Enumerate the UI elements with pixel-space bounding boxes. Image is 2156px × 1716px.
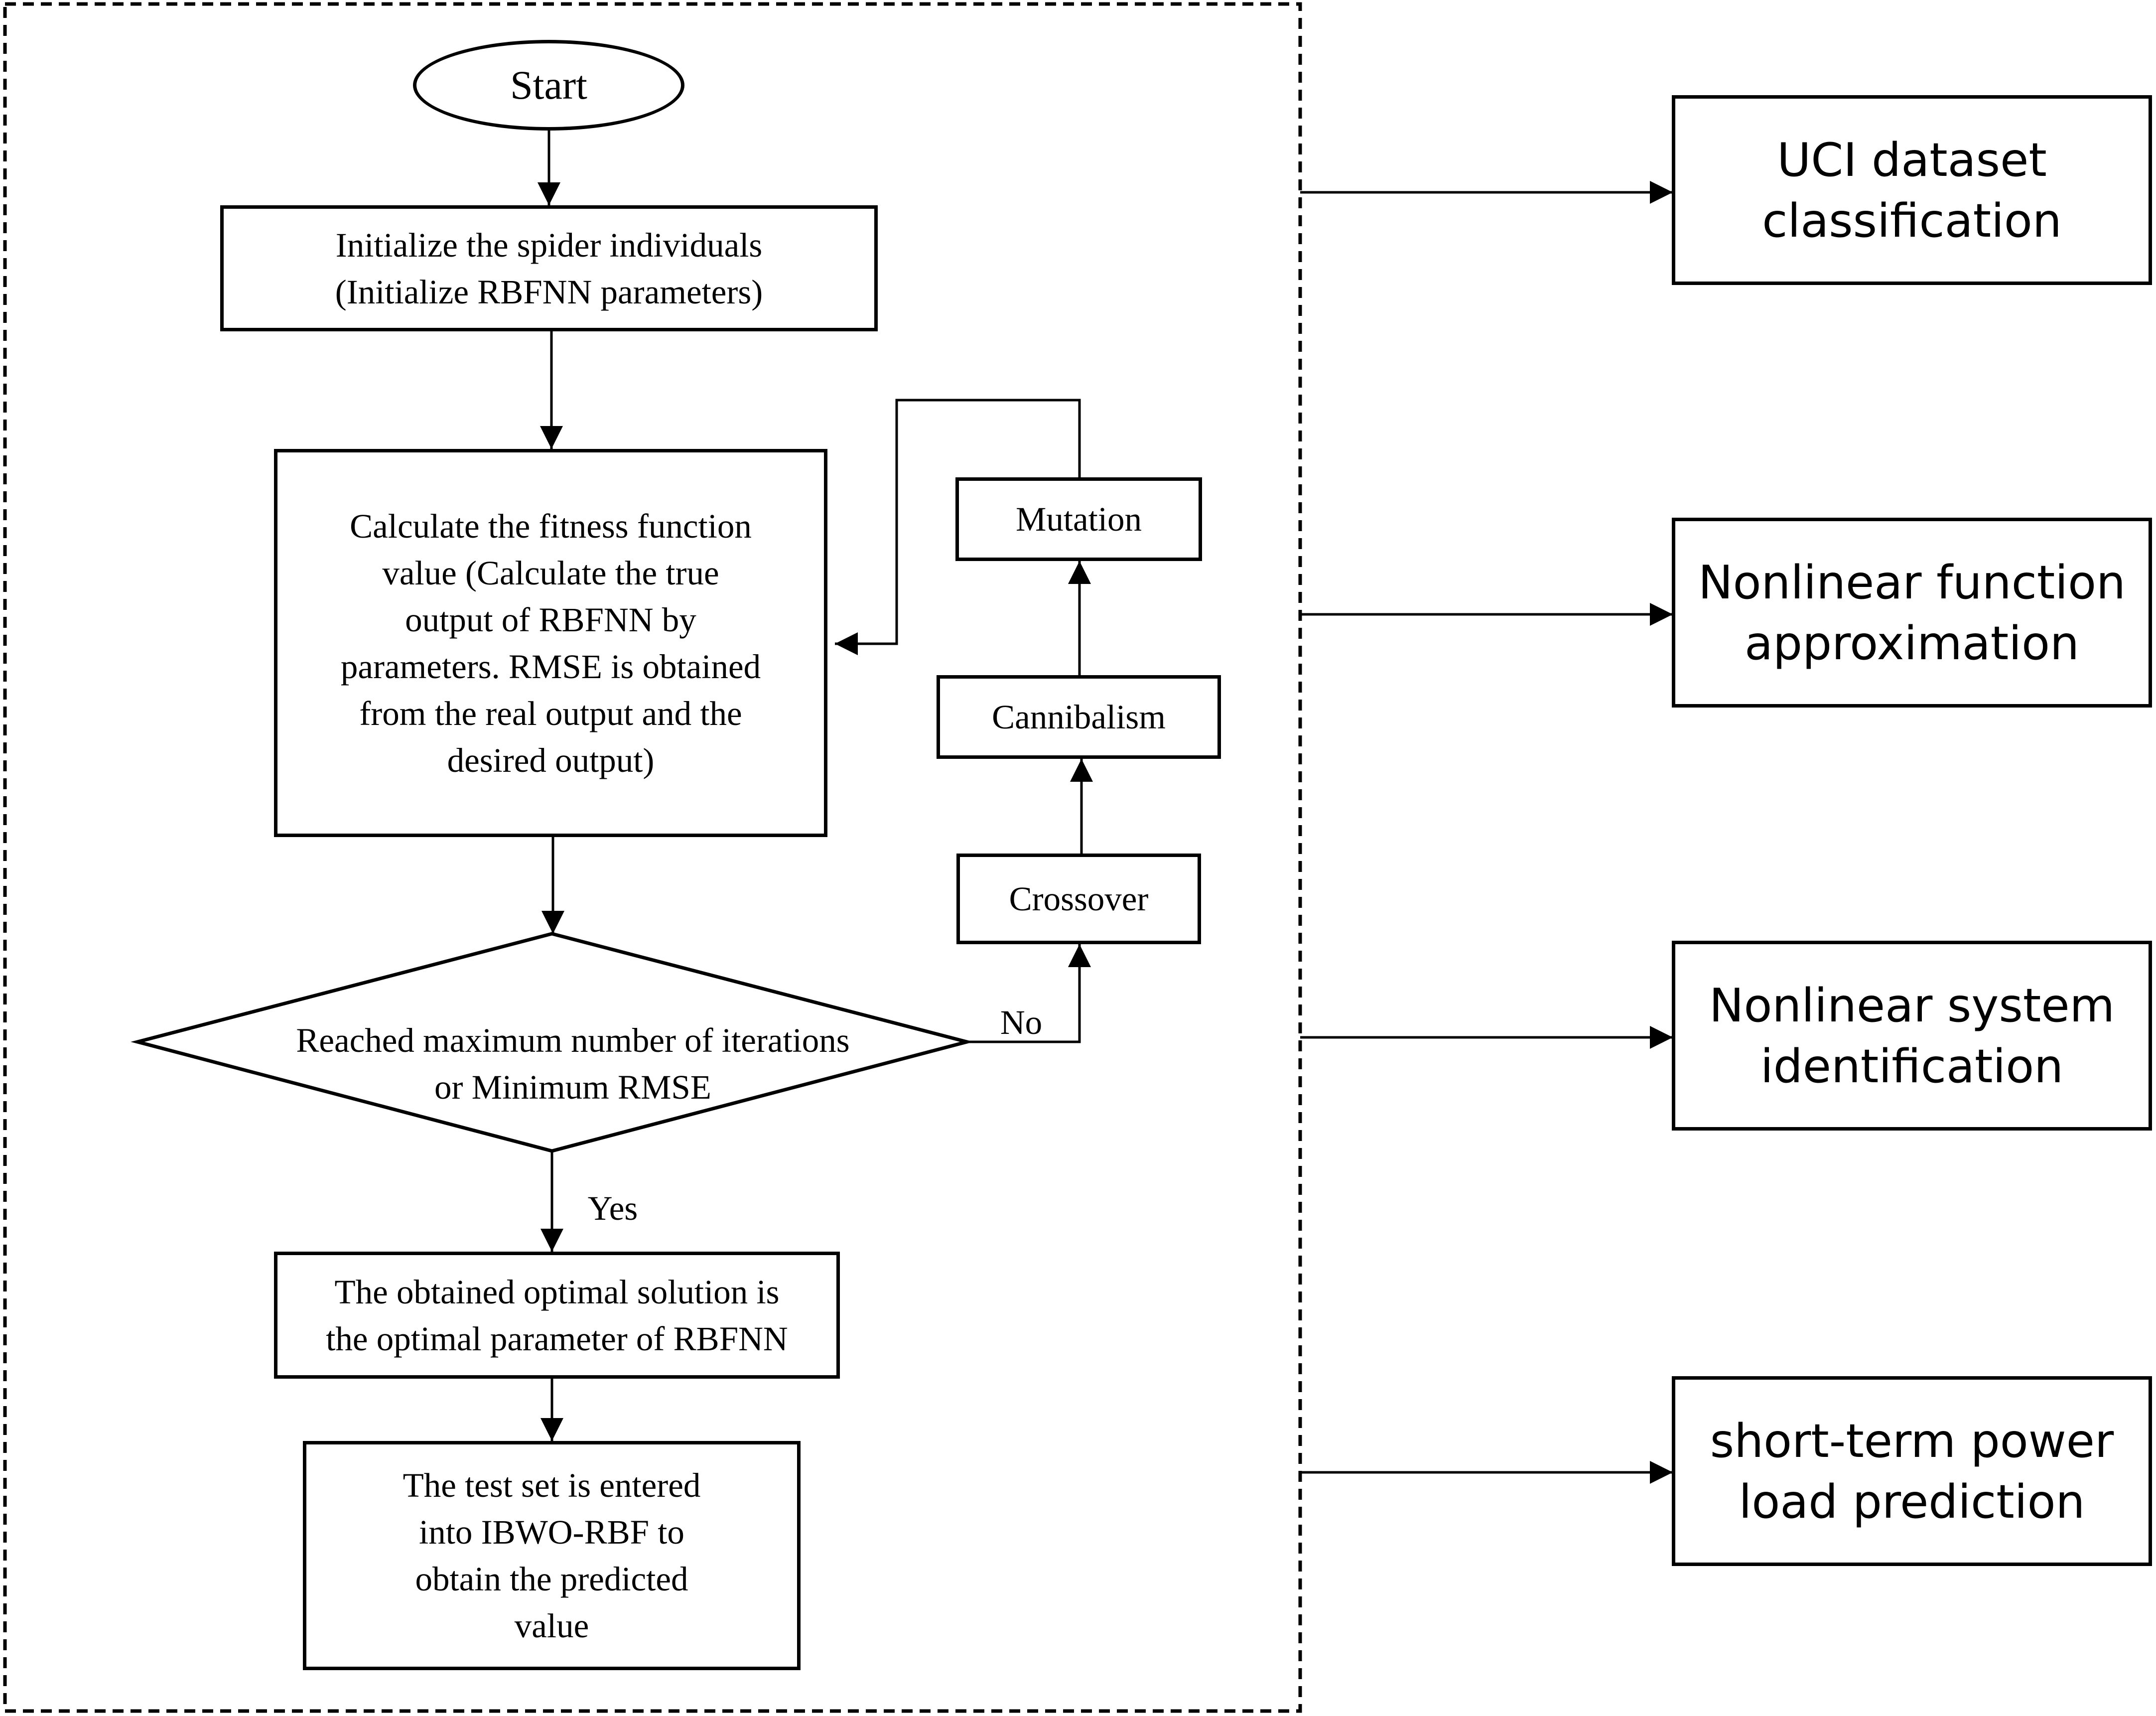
optimal-line-2: the optimal parameter of RBFNN: [326, 1319, 788, 1358]
crossover-label: Crossover: [1009, 880, 1149, 918]
test-line-2: into IBWO-RBF to: [419, 1513, 684, 1551]
app-box-system: Nonlinear system identification: [1672, 941, 2152, 1131]
test-line-3: obtain the predicted: [415, 1560, 688, 1598]
app-load-line-2: load prediction: [1739, 1474, 2085, 1529]
app-system-line-2: identification: [1760, 1039, 2064, 1093]
app-box-function: Nonlinear function approximation: [1672, 518, 2152, 708]
decision-text: Reached maximum number of iterations or …: [209, 1017, 937, 1111]
app-box-uci: UCI dataset classification: [1672, 95, 2152, 285]
dashed-group-frame: [3, 2, 1302, 1713]
start-node: Start: [413, 40, 684, 131]
app-box-load: short-term power load prediction: [1672, 1376, 2152, 1566]
yes-label: Yes: [587, 1189, 638, 1227]
optimal-line-1: The obtained optimal solution is: [334, 1273, 780, 1311]
test-box: The test set is entered into IBWO-RBF to…: [303, 1441, 801, 1670]
fitness-box: Calculate the fitness function value (Ca…: [274, 449, 827, 837]
fitness-line-1: Calculate the fitness function: [350, 507, 752, 545]
fitness-line-4: parameters. RMSE is obtained: [340, 647, 761, 686]
cannibalism-box: Cannibalism: [937, 675, 1221, 759]
test-line-4: value: [514, 1607, 589, 1645]
app-function-line-2: approximation: [1745, 616, 2079, 670]
initialize-line-2: (Initialize RBFNN parameters): [335, 273, 763, 311]
crossover-box: Crossover: [956, 854, 1201, 944]
initialize-line-1: Initialize the spider individuals: [335, 226, 763, 264]
app-uci-line-2: classification: [1762, 193, 2062, 248]
no-label: No: [1000, 1003, 1043, 1041]
decision-line-1: Reached maximum number of iterations: [296, 1021, 850, 1059]
fitness-line-3: output of RBFNN by: [405, 600, 696, 639]
fitness-line-2: value (Calculate the true: [382, 554, 719, 592]
app-uci-line-1: UCI dataset: [1777, 133, 2047, 187]
optimal-box: The obtained optimal solution is the opt…: [274, 1252, 840, 1379]
start-label: Start: [510, 62, 587, 108]
initialize-box: Initialize the spider individuals (Initi…: [220, 205, 878, 331]
arrow-decision-to-crossover: [967, 944, 1091, 1043]
arrow-mutation-to-fitness: [835, 399, 1081, 655]
app-function-line-1: Nonlinear function: [1698, 555, 2126, 609]
fitness-line-5: from the real output and the: [359, 694, 742, 732]
fitness-line-6: desired output): [447, 741, 655, 779]
decision-line-2: or Minimum RMSE: [434, 1068, 711, 1106]
test-line-1: The test set is entered: [403, 1466, 701, 1504]
app-load-line-1: short-term power: [1710, 1414, 2114, 1468]
cannibalism-label: Cannibalism: [992, 698, 1166, 736]
mutation-box: Mutation: [955, 477, 1202, 561]
mutation-label: Mutation: [1016, 500, 1142, 538]
app-system-line-1: Nonlinear system: [1709, 978, 2115, 1032]
